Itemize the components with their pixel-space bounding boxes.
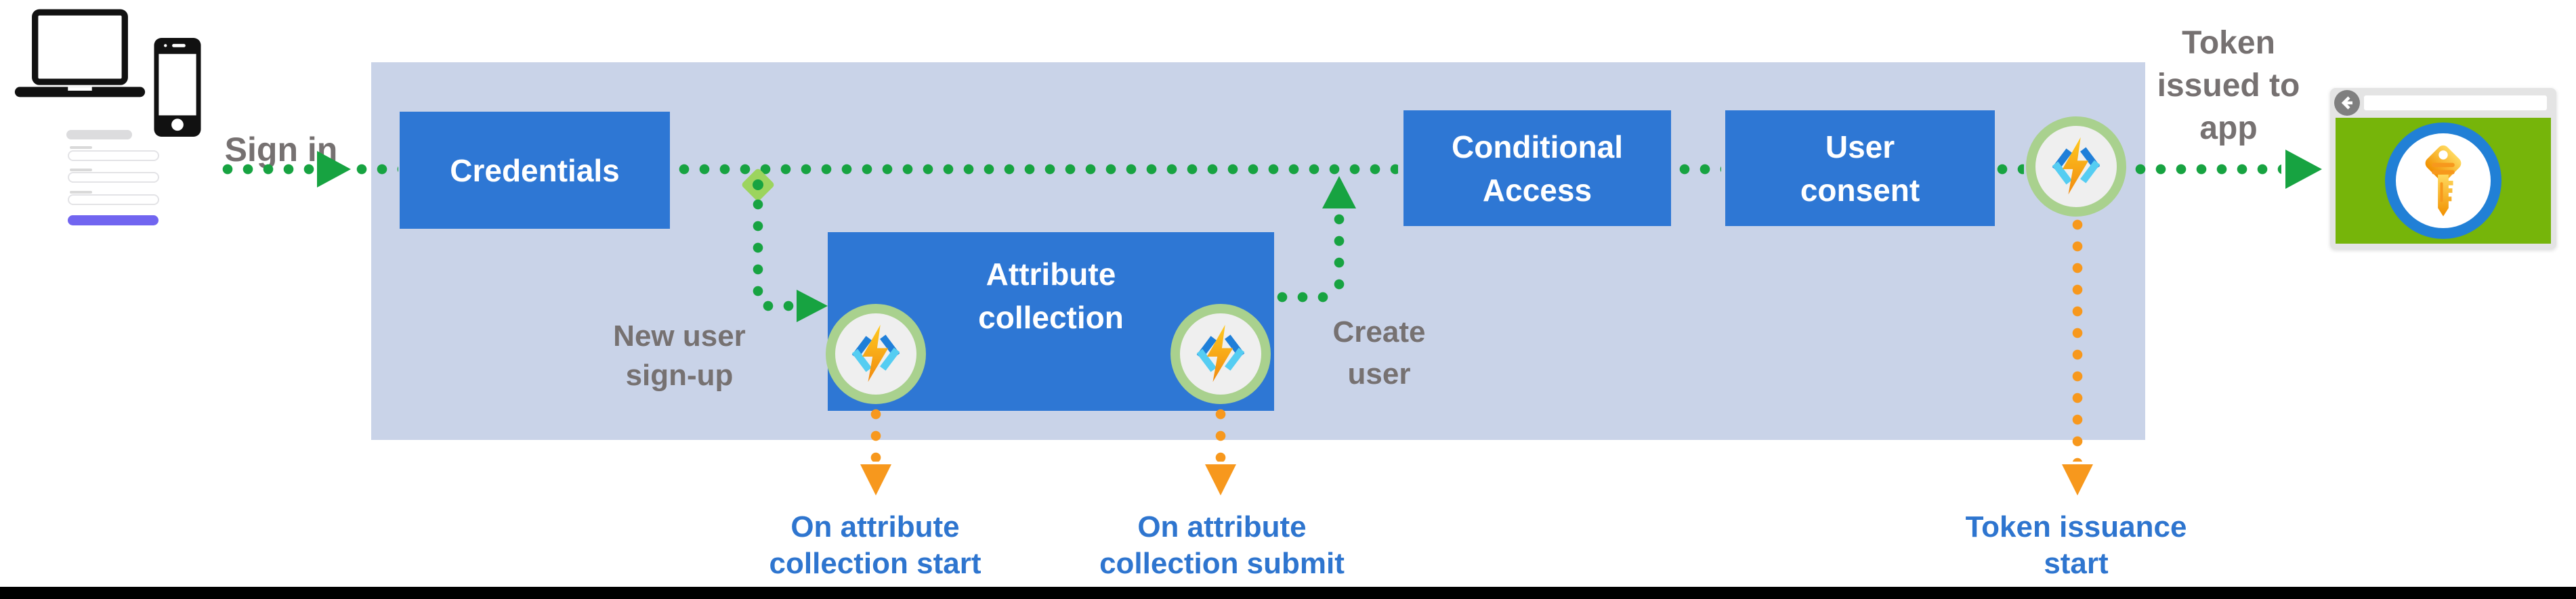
event-dots-attr-submit <box>1215 409 1226 462</box>
laptop-icon <box>14 9 146 97</box>
branch-arrow-into-attribute-collection <box>797 290 828 322</box>
user-consent-label-line2: consent <box>1800 172 1920 208</box>
on-attribute-collection-start-label: On attribute collection start <box>726 509 1024 582</box>
flow-junction-dot <box>753 179 763 190</box>
key-icon <box>2425 145 2462 217</box>
azure-functions-icon-attr-submit <box>1170 304 1271 404</box>
form-input <box>68 172 159 183</box>
event-arrow-attr-start <box>860 464 891 495</box>
new-user-signup-line1: New user <box>613 319 746 353</box>
branch-down-dots-2 <box>763 301 797 311</box>
form-title-placeholder <box>66 130 132 139</box>
browser-back-icon <box>2334 90 2360 116</box>
token-issued-line2: issued to <box>2157 68 2300 104</box>
on-attr-submit-line1: On attribute <box>1137 510 1307 543</box>
browser-app-content <box>2336 118 2551 244</box>
token-issuance-line1: Token issuance <box>1965 510 2187 543</box>
branch-arrow-up-create-user <box>1322 176 1356 208</box>
branch-up-dots-v <box>1334 214 1345 291</box>
conditional-access-label-line1: Conditional <box>1452 129 1623 164</box>
new-user-signup-caption: New user sign-up <box>578 317 781 395</box>
app-browser-window <box>2330 88 2556 249</box>
conditional-access-label-line2: Access <box>1482 172 1592 208</box>
browser-address-bar <box>2364 95 2547 110</box>
user-consent-box: User consent <box>1725 110 1995 226</box>
event-dots-token-issuance <box>2072 219 2083 462</box>
token-issued-line3: app <box>2199 110 2258 146</box>
create-user-caption: Create user <box>1311 311 1447 395</box>
conditional-access-box: Conditional Access <box>1403 110 1671 226</box>
credentials-box: Credentials <box>400 112 670 229</box>
token-key-badge <box>2385 123 2501 239</box>
attribute-collection-label-line1: Attribute <box>986 257 1116 292</box>
smartphone-icon <box>154 38 201 137</box>
flow-dots-ca-to-consent <box>1679 164 1721 175</box>
bottom-border-bar <box>0 587 2576 599</box>
credentials-label: Credentials <box>450 152 620 188</box>
token-issued-line1: Token <box>2182 25 2275 61</box>
flow-dots-consent-to-func <box>1997 164 2024 175</box>
token-issuance-line2: start <box>2044 547 2109 580</box>
branch-up-dots-h <box>1277 292 1331 303</box>
on-attr-start-line1: On attribute <box>790 510 960 543</box>
azure-functions-icon-token-issuance <box>2026 116 2126 217</box>
form-input <box>68 150 159 161</box>
lightning-bolt-icon <box>1196 324 1245 382</box>
lightning-bolt-icon <box>2052 137 2100 195</box>
attribute-collection-label-line2: collection <box>978 300 1124 335</box>
token-issuance-start-label: Token issuance start <box>1927 509 2225 582</box>
signin-form-illustration <box>65 127 161 229</box>
new-user-signup-line2: sign-up <box>625 359 734 392</box>
event-dots-attr-start <box>870 409 881 462</box>
form-submit-placeholder <box>68 215 159 225</box>
form-field-label <box>70 146 92 149</box>
flow-dots-signin <box>222 164 314 175</box>
on-attr-submit-line2: collection submit <box>1099 547 1345 580</box>
event-arrow-attr-submit <box>1205 464 1236 495</box>
form-field-label <box>70 169 92 171</box>
user-consent-label-line1: User <box>1825 129 1895 164</box>
on-attr-start-line2: collection start <box>769 547 981 580</box>
form-field-label <box>70 191 92 194</box>
form-input <box>68 194 159 205</box>
azure-functions-icon-attr-start <box>826 304 926 404</box>
create-user-line1: Create <box>1332 315 1426 349</box>
token-issued-to-app-caption: Token issued to app <box>2137 22 2320 150</box>
flow-arrow-to-app <box>2285 150 2322 189</box>
event-arrow-token-issuance <box>2062 464 2093 495</box>
flow-dots-func-to-app <box>2135 164 2281 175</box>
create-user-line2: user <box>1347 357 1411 391</box>
flow-arrow-into-container <box>317 151 351 187</box>
lightning-bolt-icon <box>851 324 900 382</box>
flow-dots-signin-2 <box>356 164 398 175</box>
branch-down-dots <box>753 199 763 301</box>
flow-dots-credentials-to-ca <box>679 164 1398 175</box>
on-attribute-collection-submit-label: On attribute collection submit <box>1073 509 1371 582</box>
